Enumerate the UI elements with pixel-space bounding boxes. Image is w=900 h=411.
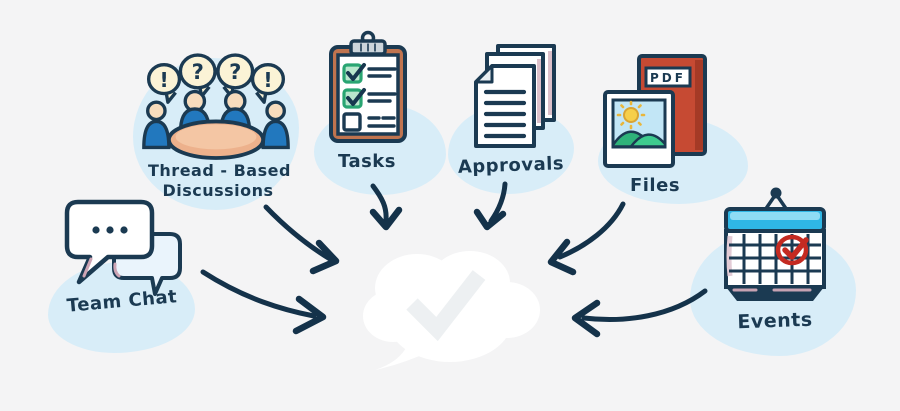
calendar-checked-icon <box>724 187 826 301</box>
hub-checkmark <box>406 270 486 342</box>
arrow-thread-discussions-to-hub <box>263 204 340 275</box>
chat-dots-icon <box>92 226 128 234</box>
pdf-badge: PDF <box>650 71 686 85</box>
thread-discussions-label-line2: Discussions <box>162 181 274 200</box>
events-label: Events <box>737 308 813 334</box>
bubble-question-glyph: ? <box>192 59 204 84</box>
tasks-label: Tasks <box>337 151 396 172</box>
bubble-question-glyph: ? <box>229 59 241 84</box>
cloud-speech-checkmark-icon <box>363 251 540 370</box>
document-stack-icon <box>474 44 556 148</box>
red-check-mark <box>775 234 809 266</box>
arrow-events-to-hub <box>571 288 708 338</box>
bubble-exclamation-glyph: ! <box>263 68 272 92</box>
bubble-exclamation-glyph: ! <box>159 68 168 92</box>
thread-discussions-label-line1: Thread - Based <box>148 161 291 180</box>
chat-bubbles-icon <box>64 199 182 296</box>
arrow-files-to-hub <box>547 201 626 276</box>
clipboard-checklist-icon <box>329 30 407 143</box>
sun-icon <box>616 100 646 130</box>
round-table-discussion-icon: ! ? ? ! <box>142 53 290 160</box>
hills-shape <box>611 130 667 148</box>
pdf-photo-files-icon: PDF <box>603 54 707 168</box>
files-label: Files <box>629 175 681 196</box>
arrow-team-chat-to-hub <box>200 269 327 335</box>
approvals-label: Approvals <box>457 153 565 178</box>
